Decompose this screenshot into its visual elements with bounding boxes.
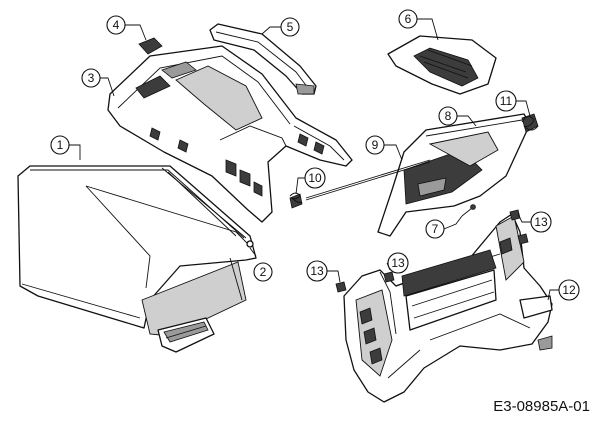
callout-label: 13: [534, 215, 548, 229]
part-rod: [305, 159, 431, 201]
part-rear-cover: [107, 45, 353, 223]
callout-10: 10: [304, 167, 326, 189]
callout-label: 1: [57, 138, 64, 152]
callout-label: 11: [500, 94, 513, 108]
callout-label: 9: [372, 138, 379, 152]
callout-label: 6: [405, 12, 412, 26]
callout-7: 7: [425, 219, 445, 239]
callout-label: 10: [308, 171, 322, 185]
part-flap: [377, 113, 531, 237]
callout-label: 5: [287, 20, 294, 34]
part-screw: [461, 204, 476, 217]
callout-9: 9: [365, 135, 385, 155]
callout-label: 8: [445, 109, 452, 123]
callout-13-left: 13: [306, 260, 328, 282]
part-rear-frame: [343, 213, 553, 403]
callout-13-center: 13: [387, 252, 409, 274]
callout-12: 12: [558, 279, 580, 301]
part-clips: [335, 209, 529, 293]
callout-13-right: 13: [530, 211, 552, 233]
part-grass-catcher: [17, 165, 257, 353]
callout-label: 3: [88, 71, 95, 85]
callout-1: 1: [50, 135, 70, 155]
callout-8: 8: [438, 106, 458, 126]
callout-label: 13: [310, 264, 324, 278]
callout-label: 12: [562, 283, 576, 297]
callout-leaders: [69, 18, 559, 301]
part-catcher-frame: [85, 167, 254, 248]
reference-code: E3-08985A-01: [493, 398, 590, 415]
callout-6: 6: [398, 9, 418, 29]
callout-label: 2: [260, 265, 267, 279]
callout-11: 11: [495, 90, 517, 112]
callout-label: 4: [113, 18, 120, 32]
callout-4: 4: [106, 15, 126, 35]
callout-3: 3: [81, 68, 101, 88]
callout-5: 5: [280, 17, 300, 37]
part-cover-plate: [138, 37, 163, 55]
part-carry-handle: [209, 23, 317, 95]
callout-label: 13: [391, 256, 405, 270]
callout-label: 7: [432, 222, 439, 236]
callout-2: 2: [253, 262, 273, 282]
part-grille: [387, 35, 497, 95]
part-spring-left: [289, 192, 303, 209]
